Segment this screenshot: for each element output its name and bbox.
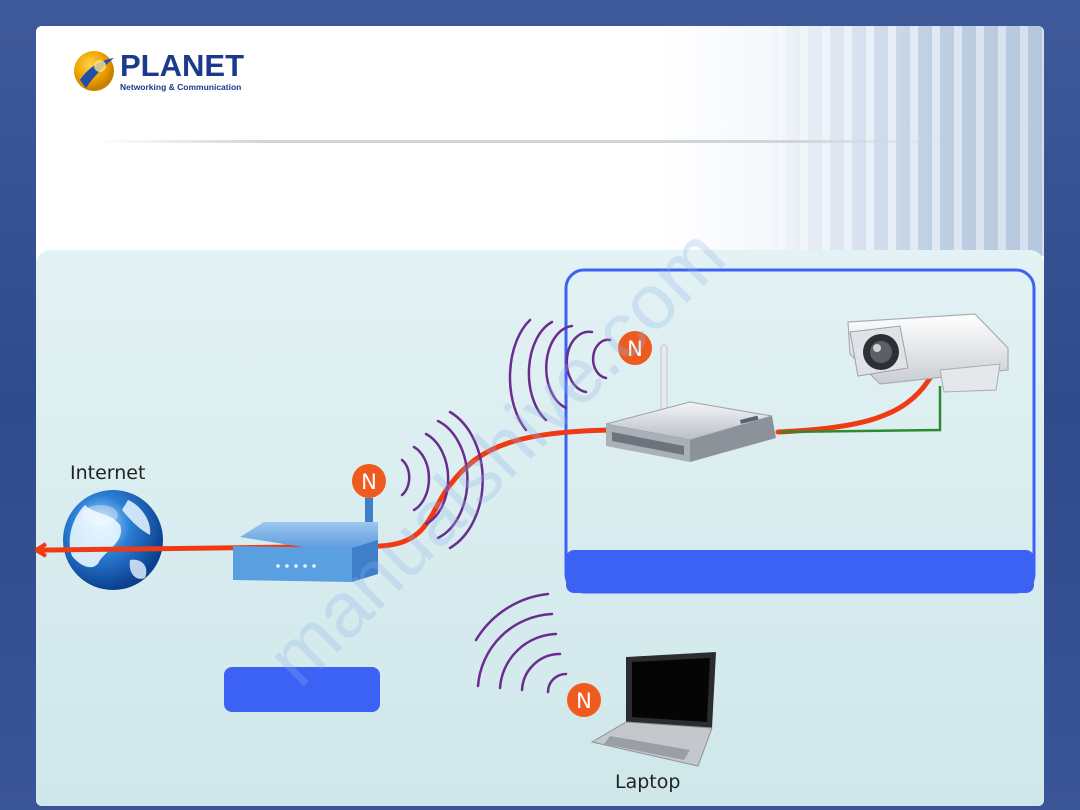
wireless-n-badge-laptop: N bbox=[567, 683, 601, 717]
planet-logo: PLANET Networking & Communication bbox=[70, 46, 250, 96]
header-divider bbox=[96, 140, 956, 143]
laptop-label: Laptop bbox=[615, 771, 681, 793]
ap-wifi-wave-icon bbox=[508, 318, 612, 432]
camera-group-caption-box bbox=[566, 550, 1034, 593]
brand-tagline: Networking & Communication bbox=[120, 82, 242, 92]
access-point-icon bbox=[605, 344, 776, 462]
svg-text:N: N bbox=[576, 689, 592, 713]
router-caption-box bbox=[224, 667, 380, 712]
laptop-icon bbox=[590, 652, 716, 767]
laptop-wifi-wave-icon bbox=[474, 592, 568, 694]
svg-text:N: N bbox=[361, 470, 377, 494]
camera-cable bbox=[779, 386, 942, 434]
brand-name: PLANET bbox=[120, 48, 244, 83]
ip-camera-icon bbox=[847, 313, 1009, 393]
wireless-n-badge-router: N bbox=[352, 464, 386, 498]
router-icon bbox=[233, 498, 378, 582]
svg-text:N: N bbox=[627, 337, 643, 361]
ap-camera-line bbox=[775, 375, 933, 435]
planet-logo-icon bbox=[74, 51, 114, 91]
internet-label: Internet bbox=[70, 462, 146, 484]
arrow-head-icon bbox=[34, 542, 52, 558]
wireless-n-badge-ap: N bbox=[618, 331, 652, 365]
router-wifi-wave-icon bbox=[400, 410, 484, 550]
internet-connection-line bbox=[47, 424, 619, 553]
globe-icon bbox=[63, 490, 163, 590]
